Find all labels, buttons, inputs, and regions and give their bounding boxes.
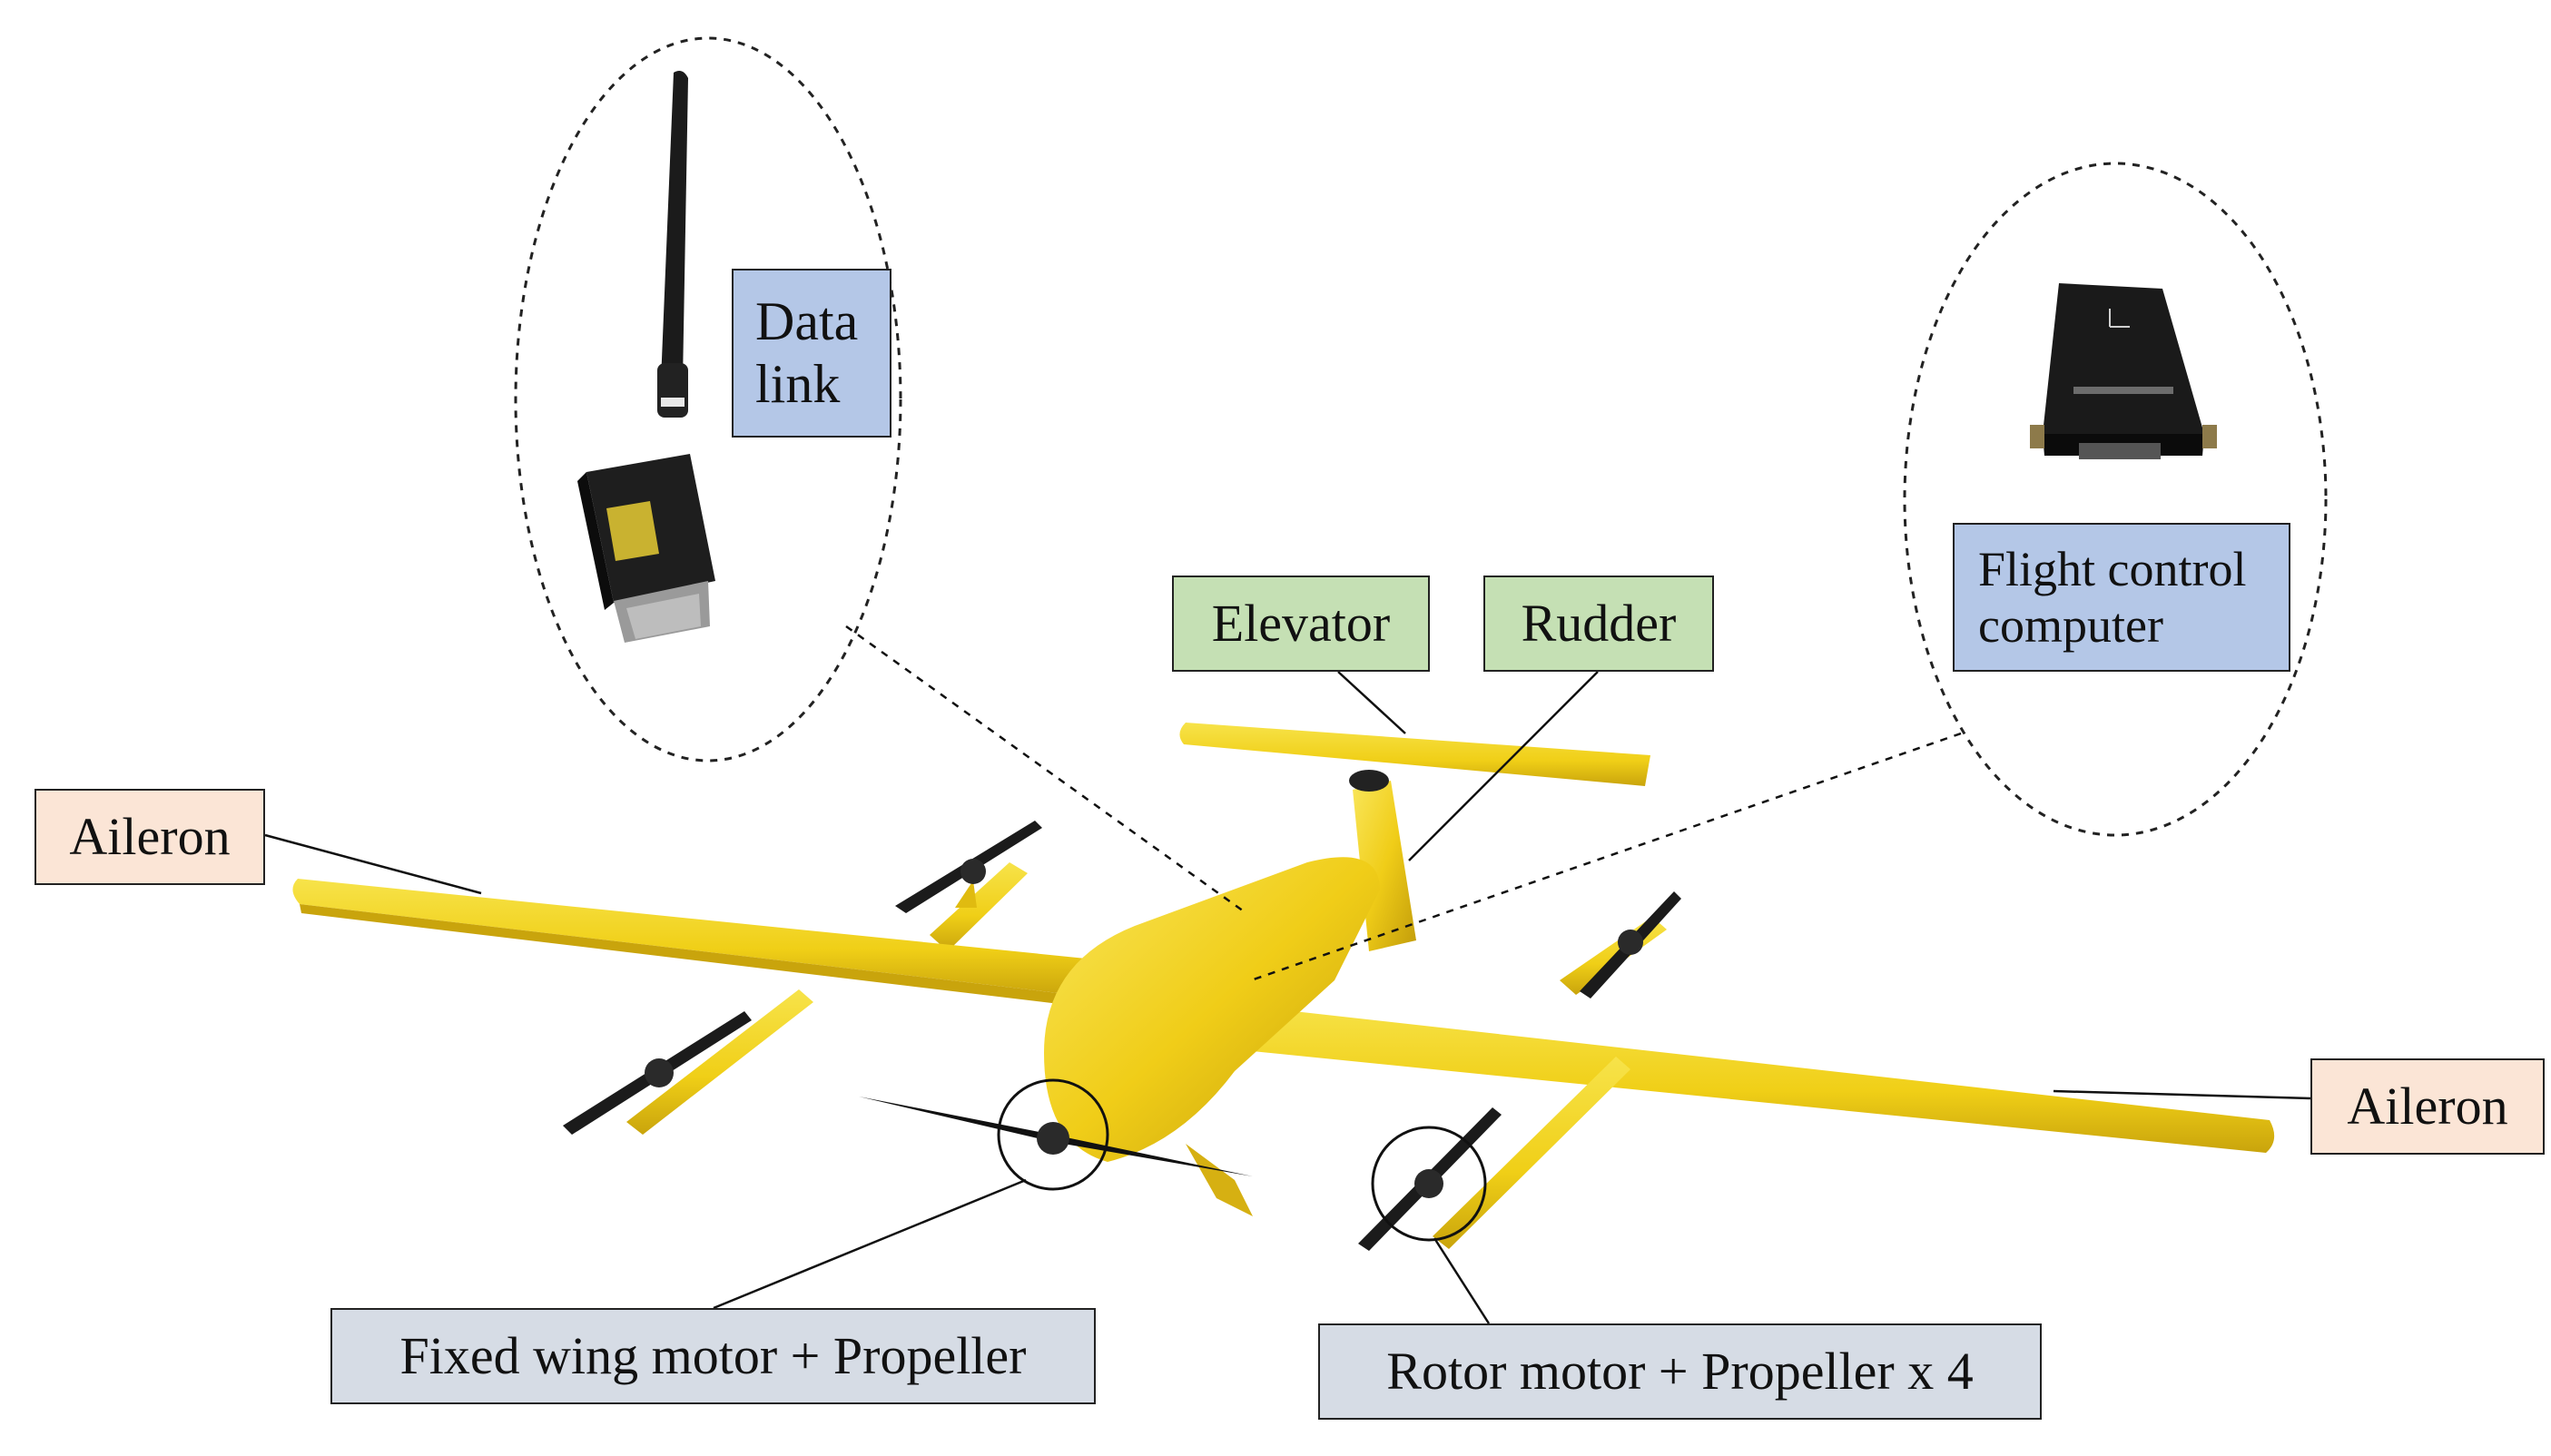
data-link-label: Data link	[732, 269, 891, 438]
elevator-label: Elevator	[1172, 576, 1430, 672]
fuselage	[1044, 857, 1380, 1216]
aileron-left-label: Aileron	[34, 789, 265, 885]
data-link-radio-image	[577, 71, 715, 643]
rotor-motor-callout-circle	[1371, 1126, 1487, 1242]
flight-control-label-line1: Flight control	[1978, 541, 2247, 596]
flight-control-computer-label: Flight control computer	[1953, 523, 2290, 672]
main-wing	[292, 879, 2275, 1153]
rotor-motor-label: Rotor motor + Propeller x 4	[1318, 1323, 2042, 1420]
data-link-label-line2: link	[755, 354, 841, 414]
fixed-wing-motor-label: Fixed wing motor + Propeller	[330, 1308, 1096, 1404]
flight-control-callout-ellipse	[1903, 162, 2328, 837]
fixed-wing-motor-callout-circle	[997, 1078, 1109, 1191]
data-link-callout-ellipse	[514, 36, 902, 762]
flight-control-label-line2: computer	[1978, 598, 2163, 653]
rudder-label: Rudder	[1483, 576, 1714, 672]
propellers	[563, 821, 1681, 1251]
aileron-right-label: Aileron	[2310, 1058, 2545, 1155]
flight-control-computer-image	[2030, 283, 2217, 459]
leader-lines	[264, 625, 2311, 1324]
data-link-label-line1: Data	[755, 291, 859, 351]
